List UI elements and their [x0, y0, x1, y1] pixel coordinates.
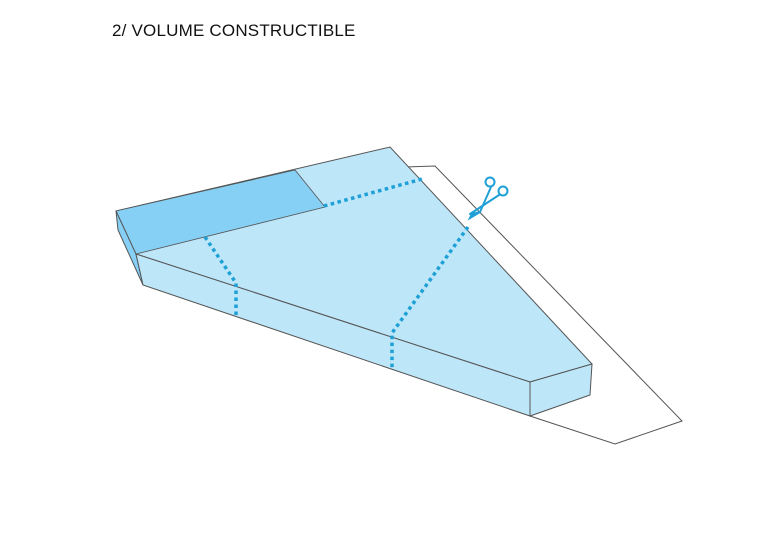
cut-line-top: [323, 177, 423, 208]
diagram-title: 2/ VOLUME CONSTRUCTIBLE: [112, 21, 356, 40]
parcel-outline: [404, 165, 683, 445]
volume-right-face: [529, 363, 593, 417]
cut-line-left: [203, 236, 238, 316]
cut-line-right: [390, 225, 470, 368]
scissors-icon: [467, 176, 509, 221]
cut-lines: [203, 177, 470, 368]
